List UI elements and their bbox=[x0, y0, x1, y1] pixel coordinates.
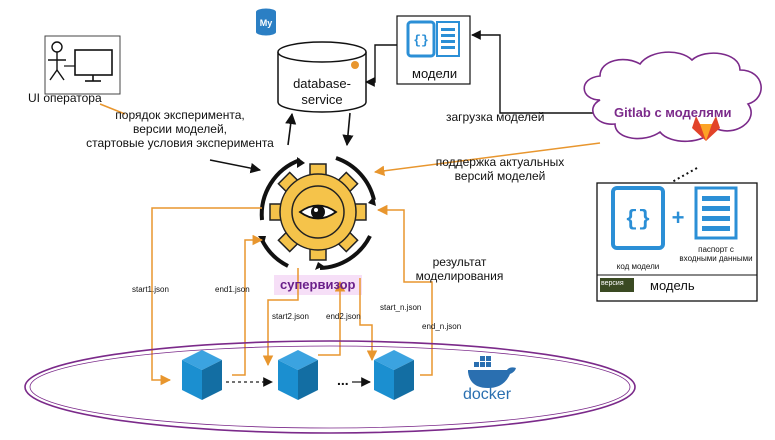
database-label-line-1: database- bbox=[293, 76, 351, 91]
supervisor-label: супервизор bbox=[280, 277, 356, 292]
database-label-line-2: service bbox=[301, 92, 343, 107]
edge-start2-label: start2.json bbox=[272, 312, 309, 321]
db-to-supervisor-arrow bbox=[342, 112, 354, 147]
database-label: database- service bbox=[278, 76, 366, 108]
svg-text:My: My bbox=[260, 18, 273, 28]
container-ellipsis: ... bbox=[337, 372, 349, 388]
database-cylinder bbox=[277, 41, 367, 113]
gitlab-support-line-1: поддержка актуальных bbox=[435, 155, 565, 169]
operator-icon bbox=[44, 35, 121, 95]
edge-start-n-label: start_n.json bbox=[380, 303, 422, 312]
model-code-label: код модели bbox=[616, 262, 660, 271]
operator-label: UI оператора bbox=[28, 91, 102, 105]
docker-label: docker bbox=[463, 386, 512, 403]
docker-swarm-ellipse-inner bbox=[29, 345, 631, 429]
operator-to-supervisor-arrow bbox=[209, 159, 262, 174]
gitlab-support-arrow bbox=[373, 142, 601, 176]
svg-text:+: + bbox=[672, 205, 685, 230]
operator-message: порядок эксперимента, версии моделей, ст… bbox=[70, 108, 290, 150]
model-passport-label: паспорт с входными данными bbox=[676, 245, 756, 263]
svg-text:{}: {} bbox=[625, 207, 651, 232]
end-n-arrow bbox=[376, 204, 433, 376]
container-cube-n bbox=[374, 350, 414, 400]
result-label: результат моделирования bbox=[412, 255, 507, 283]
models-store-label: модели bbox=[412, 66, 458, 81]
supervisor-to-db-arrow bbox=[285, 112, 297, 146]
result-label-line-2: моделирования bbox=[415, 269, 504, 283]
start1-arrow bbox=[151, 207, 262, 386]
gitlab-support-line-2: версий моделей bbox=[454, 169, 546, 183]
end1-arrow bbox=[232, 234, 264, 376]
gitlab-support-label: поддержка актуальных версий моделей bbox=[430, 155, 570, 183]
mysql-icon: My bbox=[256, 8, 276, 36]
start-n-arrow bbox=[359, 278, 378, 362]
gitlab-to-package-dotted bbox=[671, 167, 698, 183]
gitlab-upload-arrow bbox=[471, 30, 615, 114]
model-package-box: {} + bbox=[596, 182, 758, 302]
edge-end1-label: end1.json bbox=[215, 285, 250, 294]
orchestration-arrows bbox=[151, 204, 433, 386]
model-version-tag: версия bbox=[601, 280, 624, 287]
edge-end-n-label: end_n.json bbox=[422, 322, 462, 331]
operator-message-line-1: порядок эксперимента, bbox=[115, 108, 245, 122]
docker-whale-icon bbox=[468, 356, 516, 388]
gitlab-icon bbox=[692, 116, 720, 141]
operator-link bbox=[99, 103, 126, 115]
models-store-box: {} bbox=[396, 15, 471, 85]
docker-swarm-ellipse bbox=[24, 340, 636, 434]
result-label-line-1: результат bbox=[432, 255, 487, 269]
model-title: модель bbox=[650, 278, 695, 293]
model-passport-line-1: паспорт с bbox=[698, 245, 734, 254]
end2-arrow bbox=[318, 280, 346, 356]
operator-message-line-3: стартовые условия эксперимента bbox=[86, 136, 274, 150]
model-passport-line-2: входными данными bbox=[679, 254, 753, 263]
models-to-db-arrow bbox=[365, 44, 397, 87]
operator-message-line-2: версии моделей, bbox=[133, 122, 227, 136]
svg-text:{}: {} bbox=[413, 33, 429, 48]
edge-start1-label: start1.json bbox=[132, 285, 169, 294]
start2-arrow bbox=[262, 268, 299, 367]
edge-end2-label: end2.json bbox=[326, 312, 361, 321]
gear-eye-icon bbox=[258, 156, 376, 270]
container-cube-2 bbox=[278, 350, 318, 400]
gitlab-label: Gitlab с моделями bbox=[614, 105, 732, 120]
container-cube-1 bbox=[182, 350, 222, 400]
gitlab-upload-label: загрузка моделей bbox=[446, 110, 545, 124]
gitlab-cloud bbox=[583, 51, 762, 143]
